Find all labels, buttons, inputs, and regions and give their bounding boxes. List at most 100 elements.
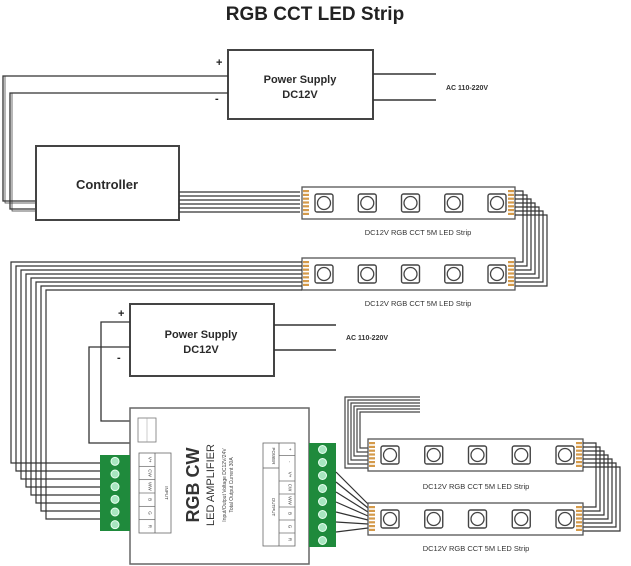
- power-pin-label: -: [288, 461, 293, 463]
- led-strip-2-label: DC12V RGB CCT 5M LED Strip: [365, 299, 472, 308]
- strip-contact-pad: [369, 449, 375, 452]
- terminal-screw: [110, 507, 120, 517]
- strip-contact-pad: [369, 457, 375, 460]
- led-strip-3-label: DC12V RGB CCT 5M LED Strip: [423, 482, 530, 491]
- strip-contact-pad: [369, 445, 375, 448]
- strip-contact-pad: [369, 464, 375, 467]
- led-lens: [446, 195, 461, 211]
- led-strip-2: [301, 257, 516, 291]
- amplifier-title: RGB CW: [183, 448, 203, 523]
- power-supply-1-label-line2: DC12V: [282, 89, 318, 101]
- strip-contact-pad: [303, 212, 309, 215]
- led-lens: [382, 447, 398, 463]
- power-supply-2: Power Supply DC12V + - AC 110-220V: [117, 303, 388, 377]
- terminal-body: [100, 455, 130, 531]
- strip2-to-amplifier-wires: [10, 261, 302, 520]
- led-lens: [316, 266, 332, 282]
- strip-contact-pad: [303, 201, 309, 204]
- strip-contact-pad: [369, 509, 375, 512]
- led-lens: [489, 195, 505, 211]
- amplifier-subtitle: LED AMPLIFIER: [205, 444, 217, 526]
- strip-contact-pad: [303, 280, 309, 283]
- led-lens: [446, 266, 461, 282]
- output-pin-label: WW: [288, 496, 293, 505]
- strip-contact-pad: [369, 525, 375, 528]
- minus-symbol: -: [117, 352, 121, 364]
- minus-symbol: -: [215, 93, 219, 105]
- power-label: POWER: [271, 447, 276, 465]
- strip-contact-pad: [508, 261, 514, 264]
- strip-contact-pad: [303, 193, 309, 196]
- strip-contact-pad: [576, 506, 582, 509]
- led-lens: [316, 195, 332, 211]
- strip-contact-pad: [369, 453, 375, 456]
- output-pin-label: V+: [288, 472, 293, 478]
- input-pin-label: B: [148, 498, 153, 501]
- terminal-screw: [318, 458, 327, 467]
- input-pin-label: V+: [148, 457, 153, 463]
- power-pin-label: +: [288, 448, 293, 451]
- strip-contact-pad: [508, 283, 514, 286]
- led-lens: [557, 447, 573, 463]
- strip-contact-pad: [303, 268, 309, 271]
- ps1-to-controller-wires: [2, 75, 228, 212]
- strip-contact-pad: [303, 276, 309, 279]
- power-supply-1-label-line1: Power Supply: [264, 74, 338, 86]
- strip-body: [301, 186, 516, 220]
- strip-contact-pad: [576, 525, 582, 528]
- strip-contact-pad: [369, 513, 375, 516]
- controller-label: Controller: [76, 177, 138, 192]
- led-lens: [557, 511, 573, 527]
- controller-to-strip1-wires: [179, 191, 300, 213]
- strip-contact-pad: [508, 272, 514, 275]
- terminal-screw: [318, 471, 327, 480]
- ac-input-label: AC 110-220V: [346, 335, 388, 342]
- led-lens: [360, 195, 375, 211]
- led-lens: [426, 447, 441, 463]
- diagram-title: RGB CCT LED Strip: [226, 4, 404, 25]
- strip-contact-pad: [369, 521, 375, 524]
- input-label: INPUT: [164, 486, 169, 500]
- strip-contact-pad: [303, 209, 309, 212]
- plus-symbol: +: [118, 308, 124, 320]
- terminal-screw: [110, 456, 120, 466]
- strip-contact-pad: [303, 261, 309, 264]
- strip-contact-pad: [576, 528, 582, 531]
- led-lens: [403, 195, 418, 211]
- terminal-screw: [318, 445, 327, 454]
- strip-contact-pad: [369, 517, 375, 520]
- led-lens: [470, 447, 485, 463]
- terminal-screw: [110, 520, 120, 530]
- terminal-screw: [110, 482, 120, 492]
- strip3-input-wires: [344, 396, 420, 469]
- terminal-screw: [110, 494, 120, 504]
- strip-contact-pad: [508, 209, 514, 212]
- output-pin-label: R: [288, 538, 293, 542]
- strip-contact-pad: [576, 513, 582, 516]
- strip-contact-pad: [508, 201, 514, 204]
- strip-contact-pad: [576, 445, 582, 448]
- plus-symbol: +: [216, 57, 222, 69]
- led-lens: [489, 266, 505, 282]
- strip-contact-pad: [508, 193, 514, 196]
- output-pin-label: B: [288, 512, 293, 515]
- power-supply-2-label-line1: Power Supply: [165, 329, 239, 341]
- input-pin-label: WW: [148, 482, 153, 491]
- strip-contact-pad: [576, 521, 582, 524]
- led-strip-4-label: DC12V RGB CCT 5M LED Strip: [423, 544, 530, 553]
- strip-contact-pad: [508, 190, 514, 193]
- controller: Controller: [35, 145, 180, 221]
- input-pin-label: CW: [148, 469, 153, 477]
- strip-contact-pad: [508, 205, 514, 208]
- terminal-screw: [318, 510, 327, 519]
- strip-contact-pad: [303, 272, 309, 275]
- strip-contact-pad: [508, 276, 514, 279]
- power-supply-2-label-line2: DC12V: [183, 344, 219, 356]
- strip-contact-pad: [508, 264, 514, 267]
- terminal-screw: [318, 484, 327, 493]
- strip-contact-pad: [303, 190, 309, 193]
- output-label: OUTPUT: [271, 498, 276, 517]
